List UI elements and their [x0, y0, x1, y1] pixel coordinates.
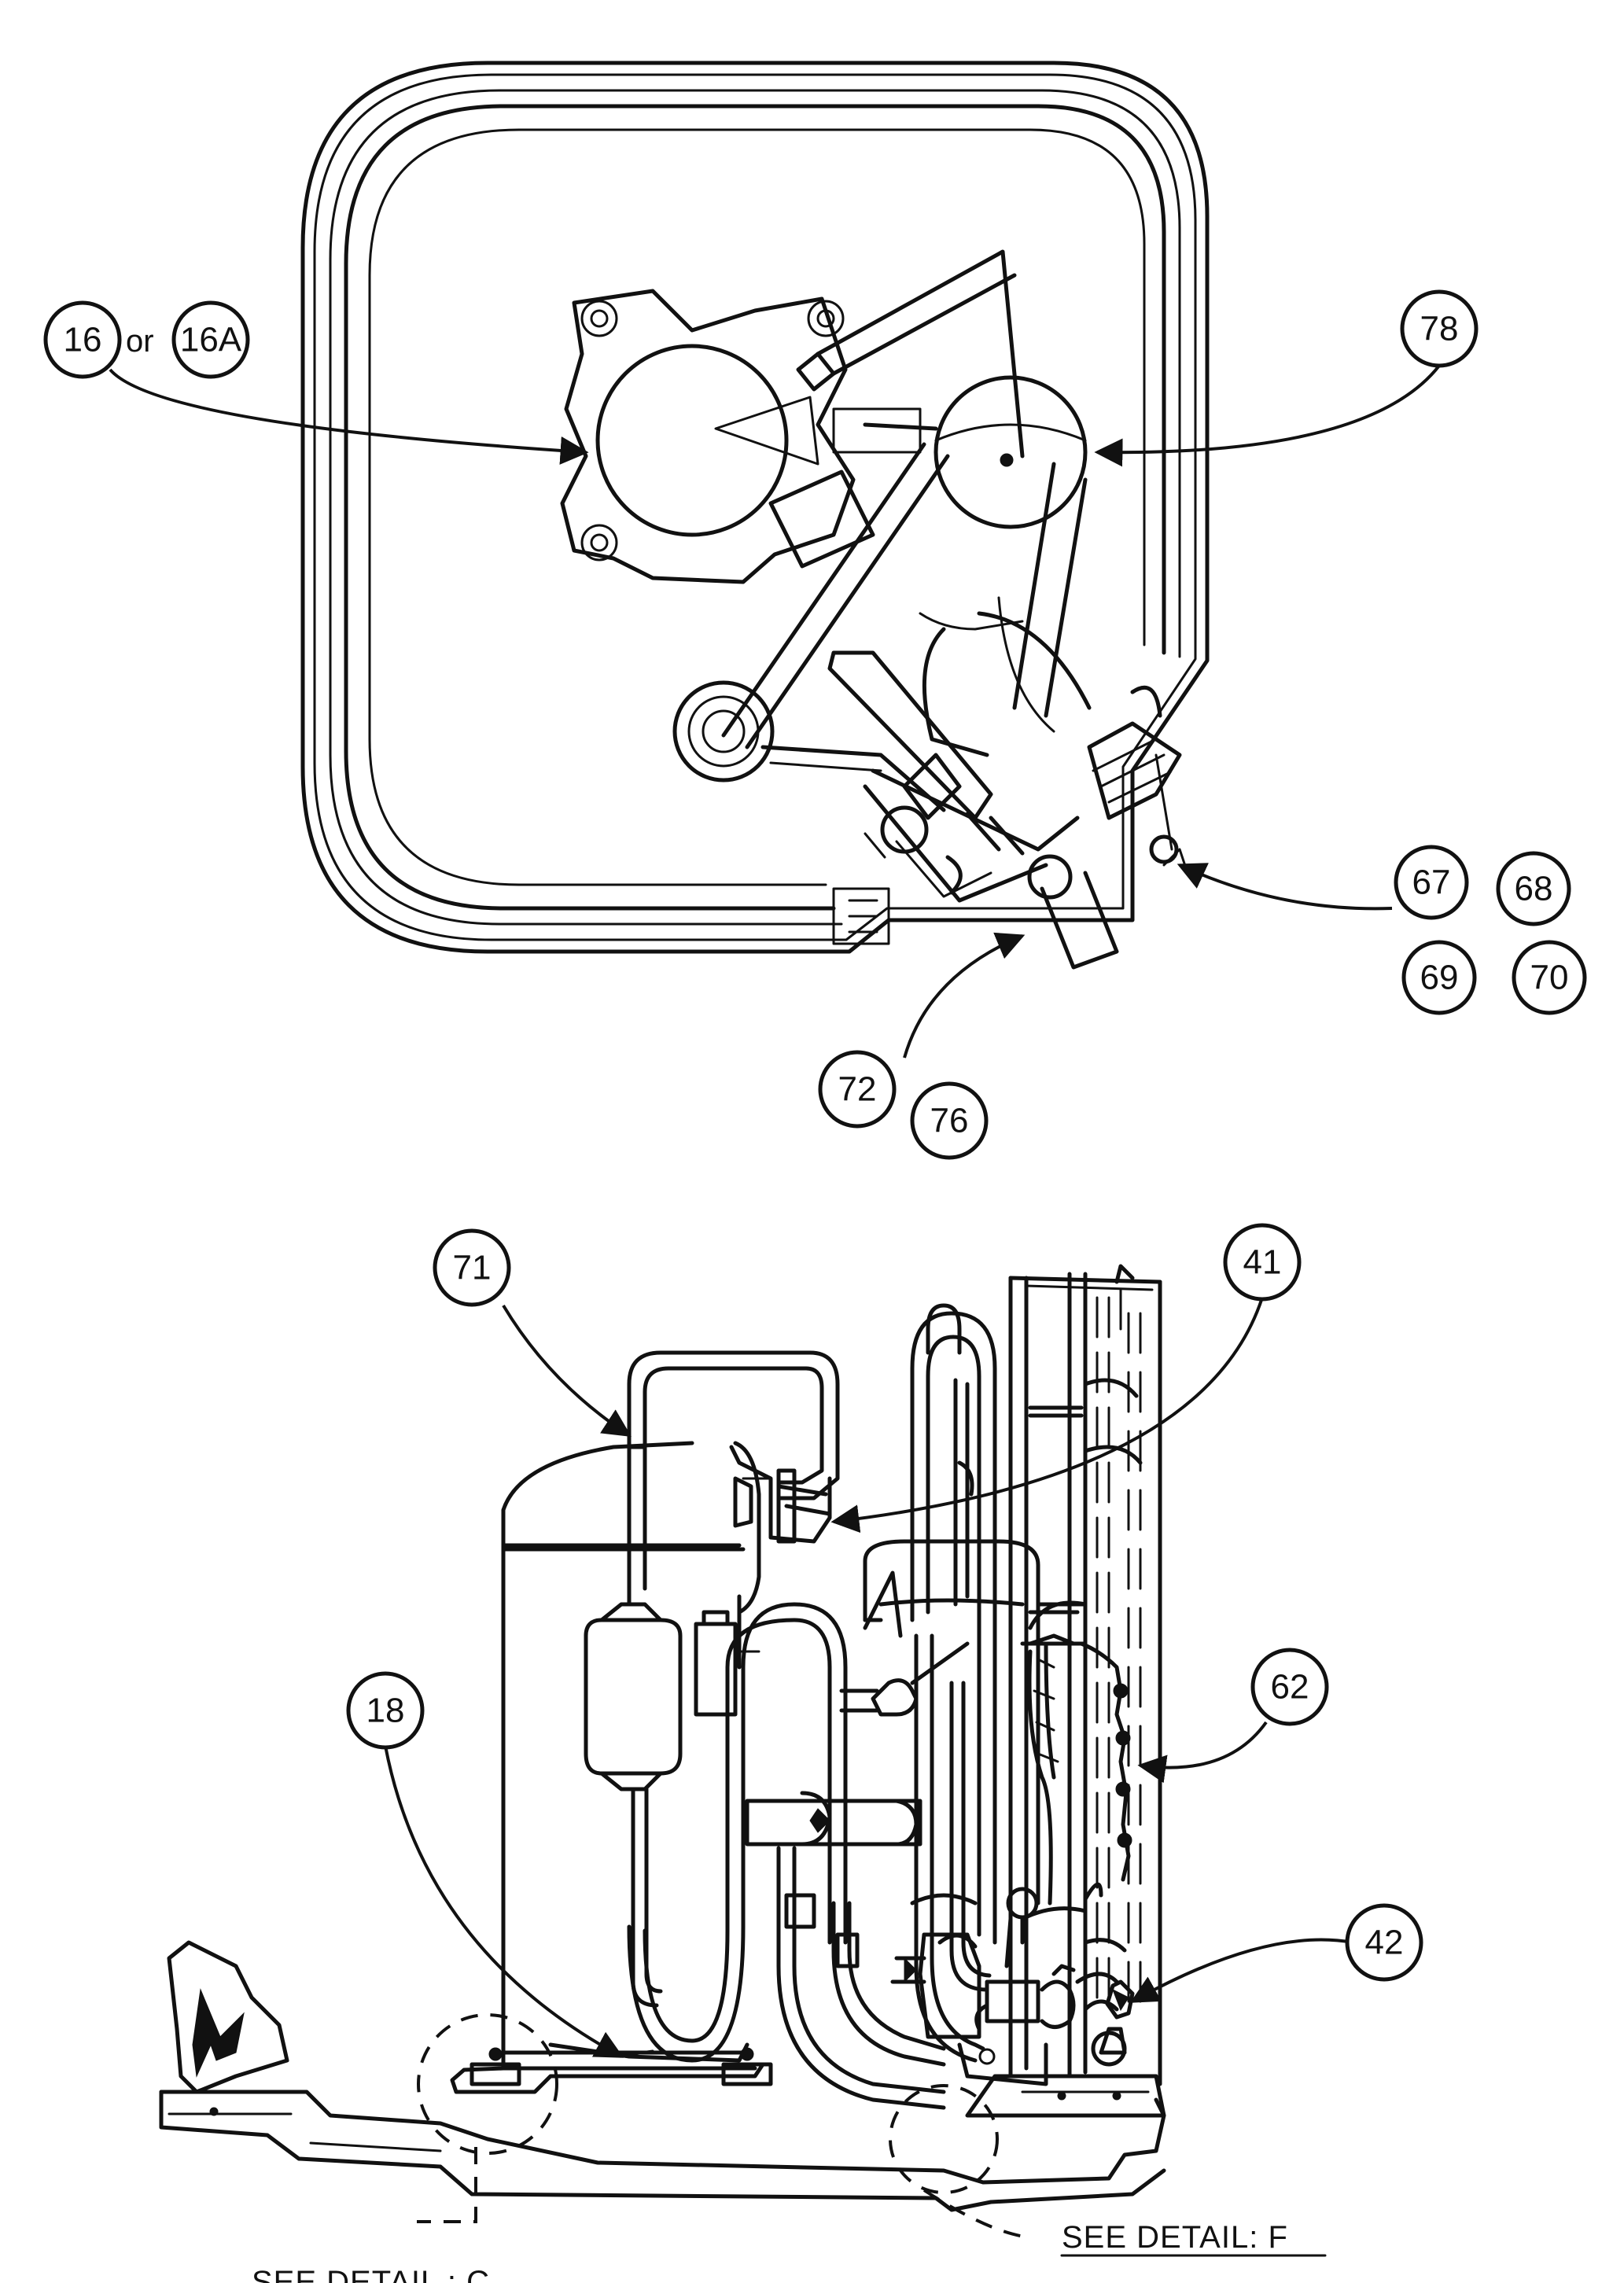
condenser-coil	[1008, 1264, 1162, 2086]
leader-67	[1177, 863, 1393, 911]
svg-text:78: 78	[1420, 310, 1459, 348]
callout-76: 76	[910, 1081, 989, 1160]
coil-slots	[1096, 1296, 1142, 2003]
callout-69: 69	[1401, 940, 1477, 1015]
detail-c-circle	[417, 2013, 558, 2155]
svg-text:72: 72	[838, 1070, 877, 1109]
top-view-enclosure	[300, 61, 1210, 954]
leader-41	[830, 1297, 1264, 1534]
callout-18: 18	[346, 1671, 425, 1750]
detail-f-leader	[922, 2189, 1031, 2239]
svg-text:16A: 16A	[180, 321, 242, 359]
svg-text:69: 69	[1420, 959, 1459, 997]
callout-70: 70	[1512, 940, 1587, 1015]
leader-62	[1137, 1721, 1268, 1784]
svg-text:76: 76	[930, 1102, 969, 1140]
callout-16a: 16A	[171, 300, 250, 379]
discharge-loop	[627, 1350, 840, 1591]
top-view	[109, 61, 1441, 1059]
leader-72	[903, 932, 1026, 1059]
callout-68: 68	[1496, 851, 1571, 926]
leader-16	[109, 368, 589, 465]
accumulator-side	[863, 1539, 1040, 1906]
leader-18	[384, 1745, 624, 2058]
callout-62: 62	[1250, 1648, 1329, 1726]
callout-42: 42	[1345, 1903, 1423, 1982]
callout-71: 71	[433, 1228, 511, 1307]
top-view-tubing	[672, 249, 1189, 970]
see-detail-f-label: SEE DETAIL: F	[1062, 2220, 1288, 2255]
riser-pipes	[776, 1303, 997, 2110]
svg-text:62: 62	[1271, 1668, 1309, 1707]
callout-16: 16	[43, 300, 122, 379]
svg-text:16: 16	[64, 321, 102, 359]
leader-42	[1129, 1938, 1353, 2003]
svg-text:71: 71	[453, 1249, 492, 1287]
svg-text:70: 70	[1530, 959, 1569, 997]
svg-text:68: 68	[1515, 870, 1553, 908]
leader-78	[1094, 364, 1441, 467]
callout-67: 67	[1394, 845, 1469, 920]
leader-71	[502, 1304, 632, 1437]
see-detail-c-label: SEE DETAIL : C	[252, 2265, 490, 2283]
svg-text:42: 42	[1365, 1924, 1404, 1962]
callout-41: 41	[1223, 1223, 1302, 1302]
base-pan	[159, 1940, 1166, 2212]
callout-78: 78	[1400, 289, 1479, 368]
compressor-top	[560, 289, 875, 584]
or-label: or	[126, 324, 154, 359]
u-loop-tube	[627, 1602, 848, 2063]
svg-text:18: 18	[366, 1692, 405, 1730]
service-valves	[890, 1887, 1166, 2118]
detail-f-circle	[889, 2084, 999, 2194]
accumulator-top	[934, 375, 1088, 529]
svg-text:41: 41	[1243, 1243, 1282, 1282]
svg-text:67: 67	[1412, 863, 1451, 902]
side-view	[159, 1264, 1353, 2239]
filter-drier	[584, 1586, 683, 2008]
detail-c-leader	[417, 2147, 477, 2223]
callout-72: 72	[818, 1050, 897, 1129]
